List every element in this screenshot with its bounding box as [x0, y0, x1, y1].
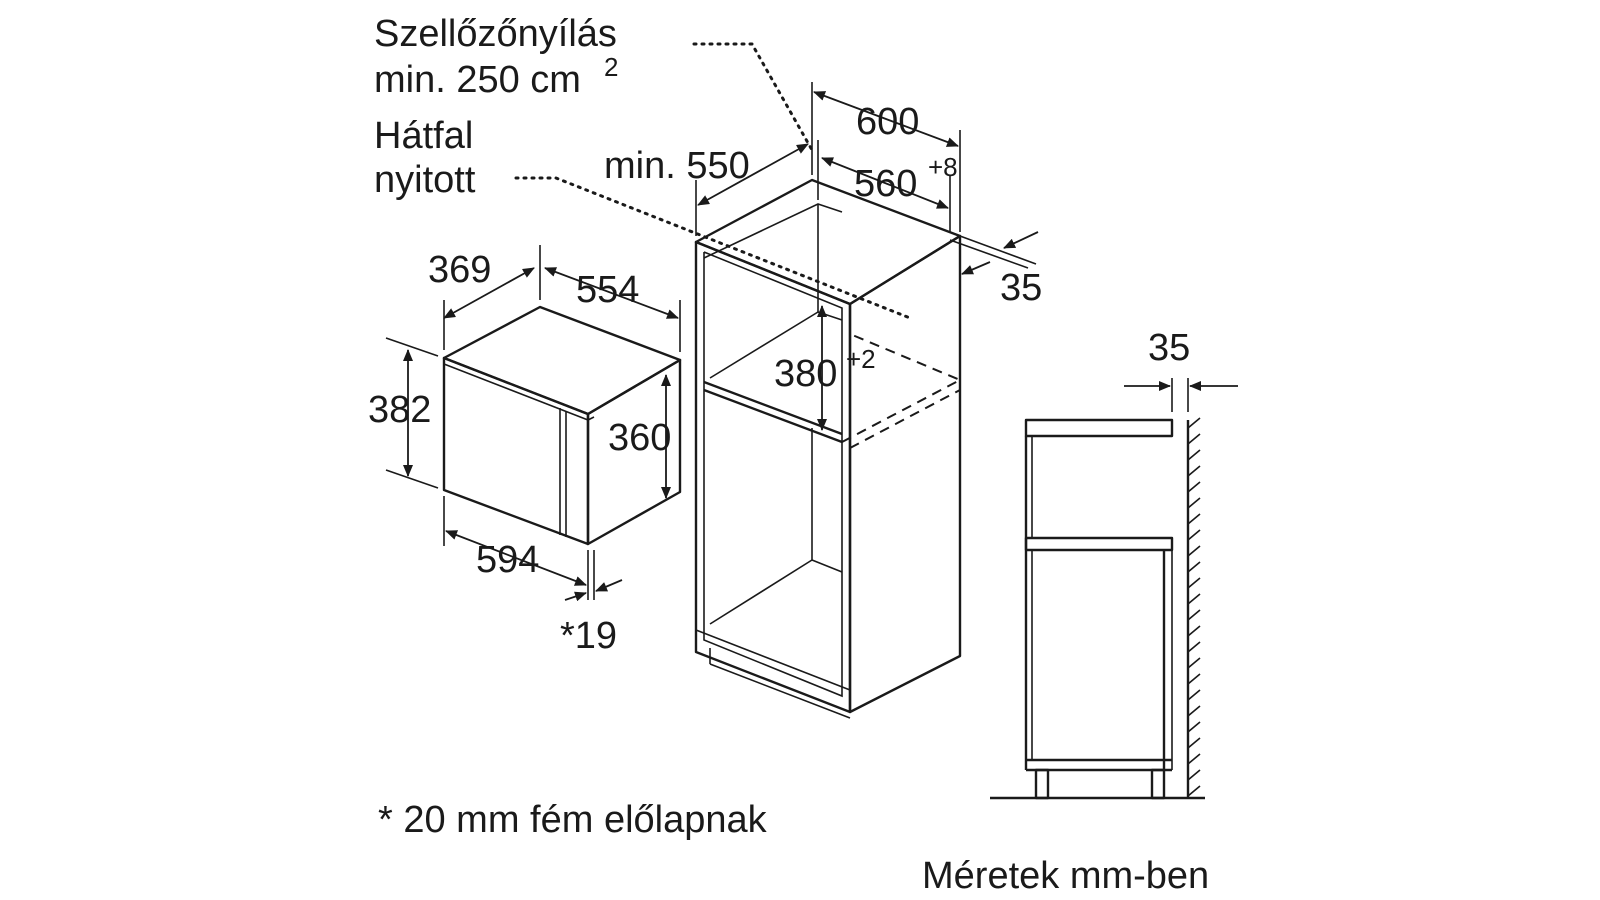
dim-min-550: min. 550 [604, 145, 750, 187]
vent-label-superscript: 2 [604, 52, 618, 82]
dim-382: 382 [368, 389, 431, 431]
dim-560: 560 [854, 163, 917, 205]
microwave-dimensions [385, 245, 681, 602]
footnote: * 20 mm fém előlapnak [378, 799, 768, 841]
dim-600: 600 [856, 101, 919, 143]
microwave-top-face [442, 305, 682, 416]
niche-floor-dashed [841, 333, 963, 443]
leader-lines [514, 42, 912, 320]
cabinet-side-face [848, 234, 962, 714]
back-wall-label-line1: Hátfal [374, 115, 473, 157]
dim-380: 380 [774, 353, 837, 395]
dim-19-note: *19 [560, 615, 617, 657]
dim-35-side: 35 [1000, 267, 1042, 309]
side-view-drawing [990, 378, 1238, 800]
dim-369: 369 [428, 249, 491, 291]
dim-35-gap: 35 [1148, 327, 1190, 369]
vent-label-line2: min. 250 cm [374, 59, 581, 101]
microwave-side-face [586, 358, 682, 546]
dim-360: 360 [608, 417, 671, 459]
units-note: Méretek mm-ben [922, 855, 1209, 897]
cabinet-front-face [694, 240, 852, 714]
back-wall-label-line2: nyitott [374, 159, 476, 201]
cabinet-drawing [694, 178, 963, 719]
vent-label-line1: Szellőzőnyílás [374, 13, 617, 55]
dim-554: 554 [576, 269, 639, 311]
wall-hatching [1187, 417, 1201, 797]
dim-594: 594 [476, 539, 539, 581]
dim-560-tolerance: +8 [928, 152, 958, 182]
microwave-drawing [442, 305, 682, 546]
dim-380-tolerance: +2 [846, 344, 876, 374]
cabinet-dimensions [695, 82, 1039, 431]
text-labels: Szellőzőnyílás min. 250 cm 2 Hátfal nyit… [368, 13, 1209, 897]
cabinet-top-face [694, 178, 962, 306]
